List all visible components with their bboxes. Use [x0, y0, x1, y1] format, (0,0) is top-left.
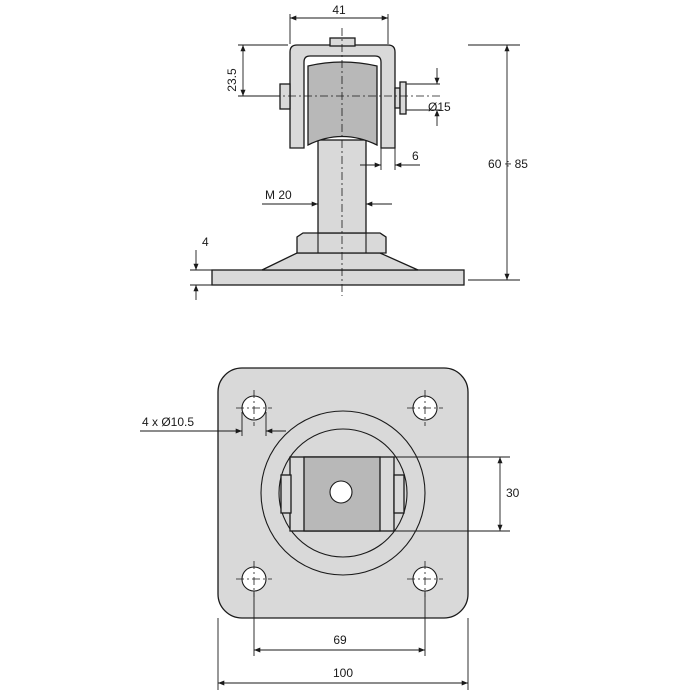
roller	[307, 61, 378, 147]
hex-nut	[296, 232, 387, 254]
side-view: 41 23.5 Ø15 6 M 20 60 ÷ 85 4	[190, 3, 528, 300]
dim-height-range-label: 60 ÷ 85	[488, 157, 528, 171]
top-view: 4 x Ø10.5 30 69 100	[140, 367, 520, 690]
flange-inner-circle	[278, 428, 408, 558]
dim-41-label: 41	[332, 3, 346, 17]
conical-flange	[261, 252, 419, 271]
dim-holes-label: 4 x Ø10.5	[142, 415, 194, 429]
dim-diameter-15-label: Ø15	[428, 100, 451, 114]
pin-nut-right	[399, 81, 407, 115]
dim-23-5-label: 23.5	[225, 68, 239, 92]
pin-head-left	[279, 83, 291, 110]
dim-69-label: 69	[333, 633, 347, 647]
dim-100-label: 100	[333, 666, 353, 680]
dim-6-label: 6	[412, 149, 419, 163]
base-plate	[211, 269, 465, 286]
center-hole	[329, 480, 353, 504]
dim-30-label: 30	[506, 486, 520, 500]
dim-m20-label: M 20	[265, 188, 292, 202]
threaded-stem	[317, 139, 367, 234]
dim-4-label: 4	[202, 235, 209, 249]
